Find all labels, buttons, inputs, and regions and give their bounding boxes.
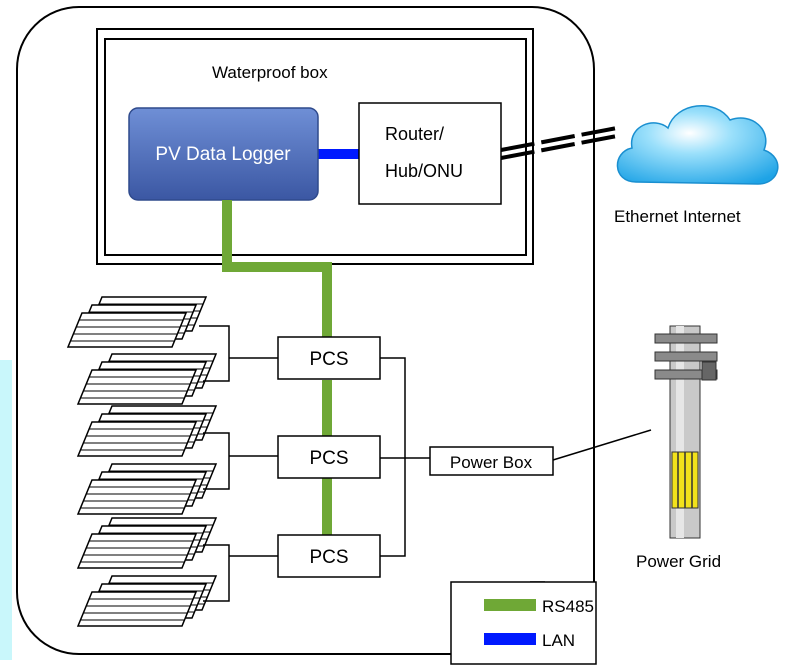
rs485-bus-logger — [222, 200, 332, 337]
pcs-unit-2-label: PCS — [309, 448, 348, 469]
legend-label-lan: LAN — [542, 631, 575, 650]
ethernet-cable-lower — [500, 134, 618, 160]
legend-label-rs485: RS485 — [542, 597, 594, 616]
pcs-unit-2 — [277, 435, 381, 479]
legend-box — [450, 581, 597, 665]
router-hub-onu — [358, 102, 502, 205]
solar-panel-icon — [77, 517, 217, 569]
power-grid-label: Power Grid — [636, 552, 721, 571]
site-enclosure — [16, 6, 595, 655]
pcs-unit-3-label: PCS — [309, 547, 348, 568]
solar-panel-icon — [77, 353, 217, 405]
solar-panel-icon — [77, 463, 217, 515]
power-box — [429, 446, 554, 476]
cloud-icon — [616, 105, 779, 185]
ethernet-internet-label: Ethernet Internet — [614, 207, 741, 226]
pv-data-logger-label: PV Data Logger — [155, 144, 291, 165]
solar-panel-icon — [67, 296, 207, 348]
pcs-unit-1 — [277, 336, 381, 380]
panel-wiring — [199, 325, 278, 602]
router-label-line2: Hub/ONU — [385, 161, 463, 181]
power-pole-icon — [654, 325, 718, 539]
pcs-unit-3 — [277, 534, 381, 578]
solar-panel-icon — [77, 405, 217, 457]
solar-panel-icon — [77, 575, 217, 627]
ethernet-cable-upper — [500, 126, 618, 152]
power-box-label: Power Box — [450, 453, 533, 472]
router-label-line1: Router/ — [385, 124, 444, 144]
left-accent-strip — [0, 360, 12, 660]
waterproof-box-label: Waterproof box — [212, 63, 328, 82]
pcs-unit-1-label: PCS — [309, 349, 348, 370]
legend-swatch-rs485 — [484, 599, 536, 611]
legend-swatch-lan — [484, 633, 536, 645]
